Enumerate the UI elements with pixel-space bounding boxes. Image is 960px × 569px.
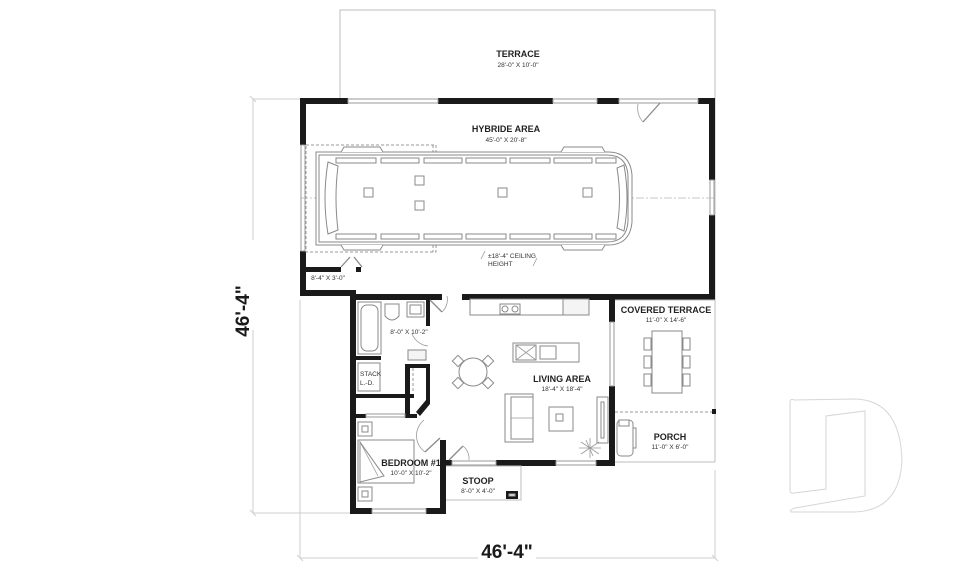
living-area-size: 18'-4" X 18'-4" [541, 386, 583, 393]
hybride-doors [340, 102, 661, 268]
house-windows [365, 321, 615, 514]
plant [579, 438, 601, 458]
kitchen-island [512, 342, 580, 363]
living-area-label: LIVING AREA [533, 374, 591, 384]
covered-terrace-size: 11'-0" X 14'-6" [646, 317, 687, 324]
dimension-lines [249, 95, 719, 562]
ceiling-height-label-2: HEIGHT [488, 261, 513, 268]
bedroom-furniture [357, 421, 415, 502]
bedroom-label: BEDROOM #1 [381, 458, 441, 468]
dining-table [451, 354, 495, 390]
coffee-table [548, 406, 574, 432]
hybride-area-size: 45'-0" X 20'-8" [485, 137, 527, 144]
bbq-grill [616, 419, 637, 457]
watermark-logo-icon [789, 398, 903, 513]
tv-console [596, 396, 609, 444]
ceiling-height-label: ±18'-4" CEILING [488, 253, 536, 260]
house-doors [411, 295, 470, 461]
stack-label: STACK [360, 371, 382, 378]
bedroom-size: 10'-0" X 10'-2" [390, 470, 432, 477]
overall-width-label: 46'-4" [481, 542, 533, 563]
bathroom-size: 8'-0" X 10'-2" [390, 329, 428, 336]
covered-terrace-outline [615, 299, 716, 463]
porch-size: 11'-0" X 6'-0" [652, 444, 690, 451]
stoop-outline [446, 465, 522, 501]
bus-vehicle [300, 144, 715, 253]
ceiling-marker-2 [532, 257, 538, 267]
terrace-dining-set [643, 330, 691, 394]
ceiling-marker [480, 250, 486, 260]
bathroom-fixtures [357, 301, 427, 392]
covered-terrace-label: COVERED TERRACE [621, 305, 712, 315]
sofa [504, 393, 534, 443]
terrace-size: 28'-0" X 10'-0" [497, 62, 539, 69]
kitchen-counter [469, 298, 590, 316]
stoop-label: STOOP [462, 476, 493, 486]
stoop-size: 8'-0" X 4'-0" [461, 488, 496, 495]
hybride-walls [300, 98, 715, 300]
overall-depth-label: 46'-4" [233, 285, 254, 337]
stack-label-2: L.-D. [360, 380, 374, 387]
storage-size: 8'-4" X 3'-0" [311, 275, 346, 282]
house-walls [350, 294, 615, 514]
porch-label: PORCH [654, 432, 687, 442]
hybride-area-label: HYBRIDE AREA [472, 124, 541, 134]
terrace-label: TERRACE [496, 49, 540, 59]
